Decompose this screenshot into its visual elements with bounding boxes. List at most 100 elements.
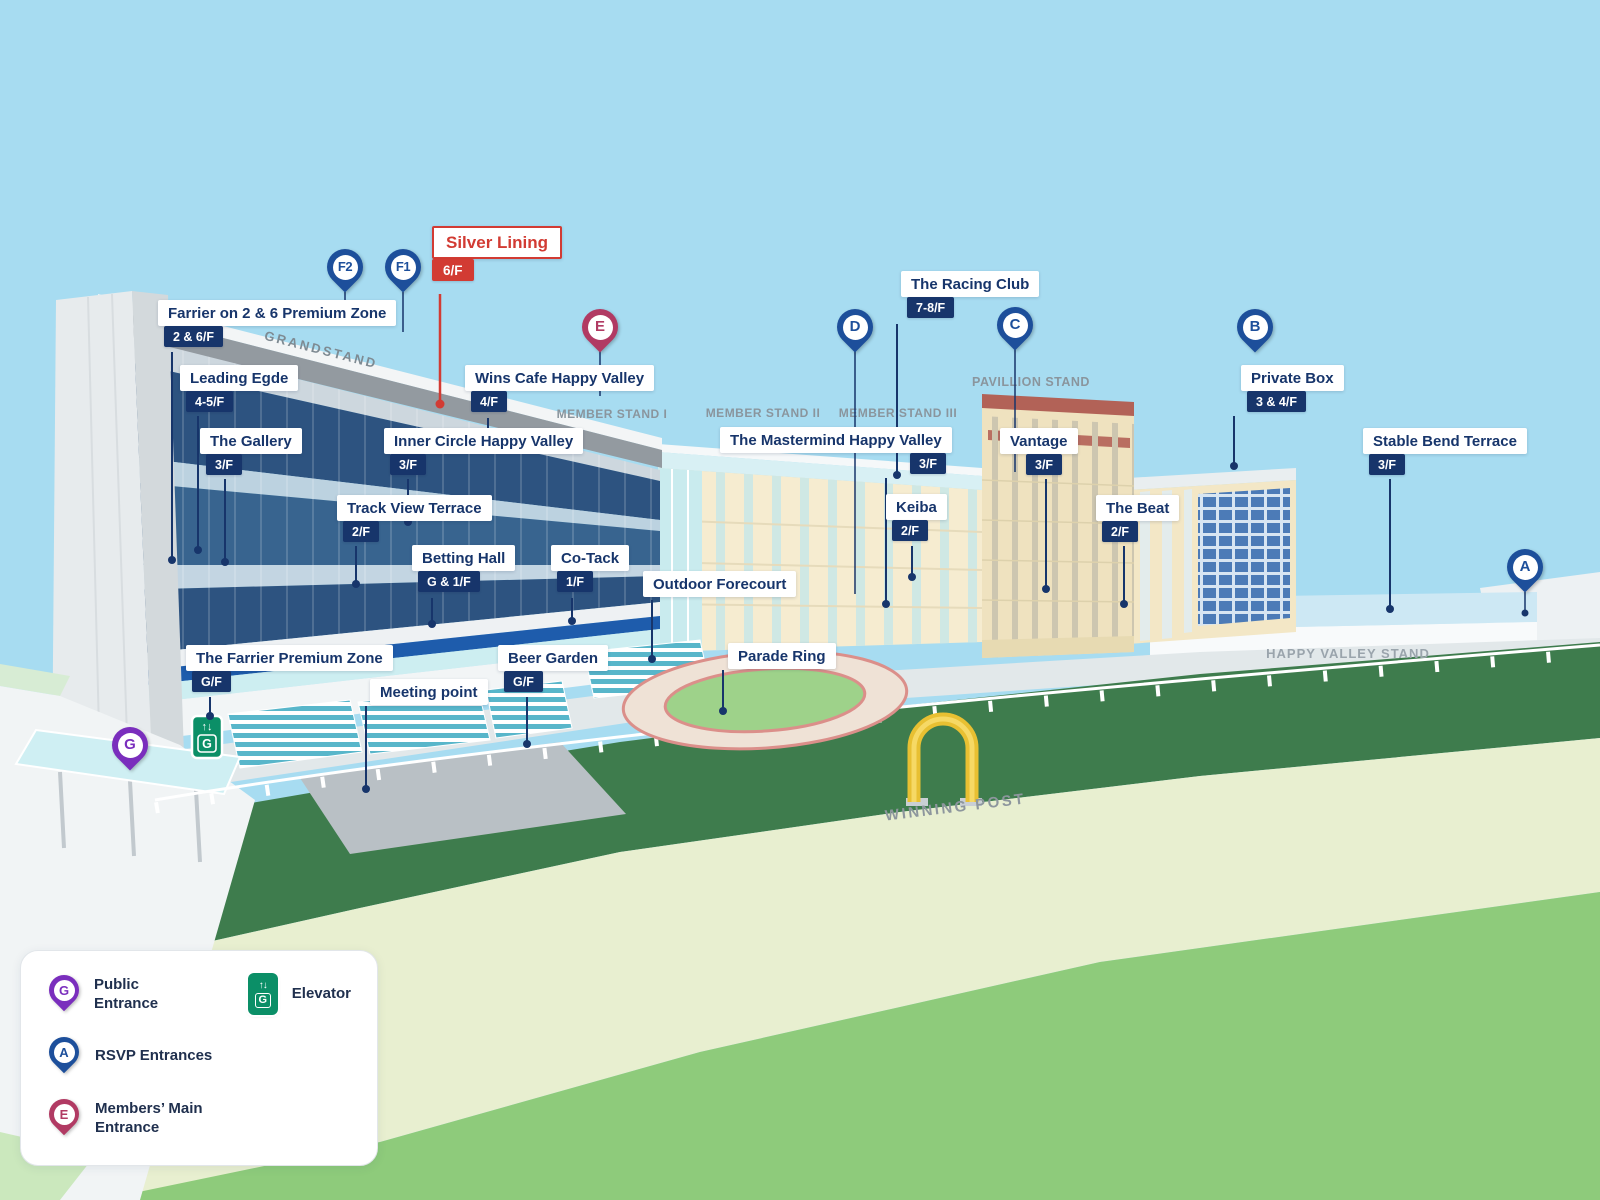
pin-letter: G bbox=[124, 736, 136, 753]
entrance-pin-b[interactable]: B bbox=[1229, 301, 1281, 357]
legend-label-elevator: Elevator bbox=[291, 985, 351, 1003]
venue-name: Meeting point bbox=[370, 679, 488, 705]
elevator-arrows-glyph: ↑↓ bbox=[258, 979, 268, 991]
floor-badge: G/F bbox=[504, 671, 543, 692]
pin-letter: A bbox=[59, 1045, 69, 1060]
venue-label-vantage[interactable]: Vantage 3/F bbox=[1000, 428, 1078, 475]
pin-letter: C bbox=[1009, 316, 1021, 333]
elevator-icon[interactable]: ↑↓ G bbox=[190, 714, 224, 760]
legend-label-rsvp: RSVP Entrances bbox=[95, 1047, 213, 1065]
venue-name: Outdoor Forecourt bbox=[643, 571, 797, 597]
legend-row-3: E Members’ Main Entrance bbox=[42, 1092, 351, 1139]
venue-name: Parade Ring bbox=[728, 643, 836, 669]
legend-item-public-entrance: G Public Entrance bbox=[42, 968, 204, 1015]
legend-item-members-entrance: E Members’ Main Entrance bbox=[42, 1092, 221, 1139]
venue-label-inner-circle[interactable]: Inner Circle Happy Valley 3/F bbox=[384, 428, 584, 475]
pin-circle bbox=[53, 1103, 75, 1125]
venue-name: Betting Hall bbox=[412, 545, 516, 571]
venue-label-mastermind[interactable]: The Mastermind Happy Valley 3/F bbox=[720, 427, 952, 474]
venue-label-track-view-terrace[interactable]: Track View Terrace 2/F bbox=[337, 495, 492, 542]
venue-label-betting-hall[interactable]: Betting Hall G & 1/F bbox=[412, 545, 516, 592]
venue-name: Track View Terrace bbox=[337, 495, 492, 521]
rsvp-entrance-icon: A bbox=[42, 1030, 86, 1077]
pin-circle bbox=[53, 979, 75, 1001]
floor-badge: 3 & 4/F bbox=[1247, 391, 1306, 412]
public-entrance-icon: G bbox=[42, 968, 86, 1015]
floor-badge: 6/F bbox=[432, 259, 474, 281]
venue-label-silver-lining[interactable]: Silver Lining 6/F bbox=[432, 226, 563, 281]
venue-name: Keiba bbox=[886, 494, 947, 520]
floor-badge: 3/F bbox=[1026, 454, 1063, 475]
legend-row-1: G Public Entrance ↑↓ G Elevator bbox=[42, 968, 351, 1015]
venue-label-racing-club[interactable]: The Racing Club 7-8/F bbox=[901, 271, 1040, 318]
entrance-pin-d[interactable]: D bbox=[829, 301, 881, 357]
venue-name: The Mastermind Happy Valley bbox=[720, 427, 952, 453]
floor-badge: 3/F bbox=[1369, 454, 1406, 475]
pin-letter: F2 bbox=[337, 259, 353, 274]
floor-badge: 2/F bbox=[892, 520, 929, 541]
pin-letter: E bbox=[594, 318, 605, 335]
happy-valley-stand-text: HAPPY VALLEY STAND bbox=[1266, 646, 1430, 661]
venue-label-keiba[interactable]: Keiba 2/F bbox=[886, 494, 947, 541]
venue-name: Beer Garden bbox=[498, 645, 609, 671]
plaza bbox=[300, 742, 626, 854]
venue-name: Inner Circle Happy Valley bbox=[384, 428, 584, 454]
floor-badge: 3/F bbox=[910, 453, 947, 474]
floor-badge: 2/F bbox=[343, 521, 380, 542]
venue-label-farrier-premium-zone[interactable]: The Farrier Premium Zone G/F bbox=[186, 645, 393, 692]
pin-letter: G bbox=[58, 983, 70, 998]
venue-label-private-box[interactable]: Private Box 3 & 4/F bbox=[1241, 365, 1344, 412]
venue-label-parade-ring[interactable]: Parade Ring bbox=[728, 643, 836, 669]
pavillion-stand-building bbox=[981, 394, 1135, 658]
venue-label-outdoor-forecourt[interactable]: Outdoor Forecourt bbox=[643, 571, 797, 597]
venue-label-co-tack[interactable]: Co-Tack 1/F bbox=[551, 545, 630, 592]
venue-name: The Beat bbox=[1096, 495, 1180, 521]
venue-name: Vantage bbox=[1000, 428, 1078, 454]
floor-badge: 1/F bbox=[557, 571, 594, 592]
entrance-pin-a[interactable]: A bbox=[1499, 541, 1551, 597]
venue-name: Private Box bbox=[1241, 365, 1344, 391]
pin-letter: B bbox=[1249, 318, 1261, 335]
members-entrance-icon: E bbox=[42, 1092, 86, 1139]
member-stand-2-text: MEMBER STAND II bbox=[706, 406, 821, 420]
leader-dots bbox=[168, 444, 1529, 793]
venue-label-leading-egde[interactable]: Leading Egde 4-5/F bbox=[180, 365, 299, 412]
pin-circle bbox=[1242, 314, 1268, 340]
pin-letter: E bbox=[59, 1107, 69, 1122]
venue-label-stable-bend-terrace[interactable]: Stable Bend Terrace 3/F bbox=[1363, 428, 1527, 475]
venue-label-farrier-on-2-6[interactable]: Farrier on 2 & 6 Premium Zone 2 & 6/F bbox=[158, 300, 397, 347]
elevator-letter: G bbox=[254, 992, 272, 1008]
pin-circle bbox=[587, 314, 613, 340]
venue-label-the-gallery[interactable]: The Gallery 3/F bbox=[200, 428, 302, 475]
floor-badge: 4-5/F bbox=[186, 391, 234, 412]
elevator-icon: ↑↓ G bbox=[247, 973, 278, 1015]
venue-name: Stable Bend Terrace bbox=[1363, 428, 1527, 454]
member-stand-1-text: MEMBER STAND I bbox=[557, 407, 668, 421]
venue-label-meeting-point[interactable]: Meeting point bbox=[370, 679, 488, 705]
winning-post-arch bbox=[906, 712, 982, 806]
entrance-pin-c[interactable]: C bbox=[989, 299, 1041, 355]
floor-badge: 3/F bbox=[390, 454, 427, 475]
pin-letter: F1 bbox=[395, 259, 411, 274]
entrance-pin-g[interactable]: G bbox=[104, 719, 156, 775]
pin-circle bbox=[332, 254, 358, 280]
venue-label-beer-garden[interactable]: Beer Garden G/F bbox=[498, 645, 609, 692]
legend-label-public: Public Entrance bbox=[93, 975, 159, 1013]
venue-name: The Racing Club bbox=[901, 271, 1040, 297]
entrance-pin-e[interactable]: E bbox=[574, 301, 626, 357]
venue-name: The Farrier Premium Zone bbox=[186, 645, 393, 671]
floor-badge: 3/F bbox=[206, 454, 243, 475]
venue-name: Silver Lining bbox=[432, 226, 563, 259]
venue-name: Farrier on 2 & 6 Premium Zone bbox=[158, 300, 397, 326]
venue-label-wins-cafe[interactable]: Wins Cafe Happy Valley 4/F bbox=[465, 365, 655, 412]
legend-label-members: Members’ Main Entrance bbox=[95, 1099, 203, 1137]
venue-name: Leading Egde bbox=[180, 365, 299, 391]
legend-row-2: A RSVP Entrances bbox=[42, 1030, 351, 1077]
entrance-pin-f2[interactable]: F2 bbox=[319, 241, 371, 297]
elevator-arrows-glyph: ↑↓ bbox=[202, 721, 213, 733]
racetrack-grass bbox=[100, 642, 1600, 1200]
entrance-pin-f1[interactable]: F1 bbox=[377, 241, 429, 297]
elevator-letter: G bbox=[202, 737, 212, 751]
venue-label-the-beat[interactable]: The Beat 2/F bbox=[1096, 495, 1180, 542]
